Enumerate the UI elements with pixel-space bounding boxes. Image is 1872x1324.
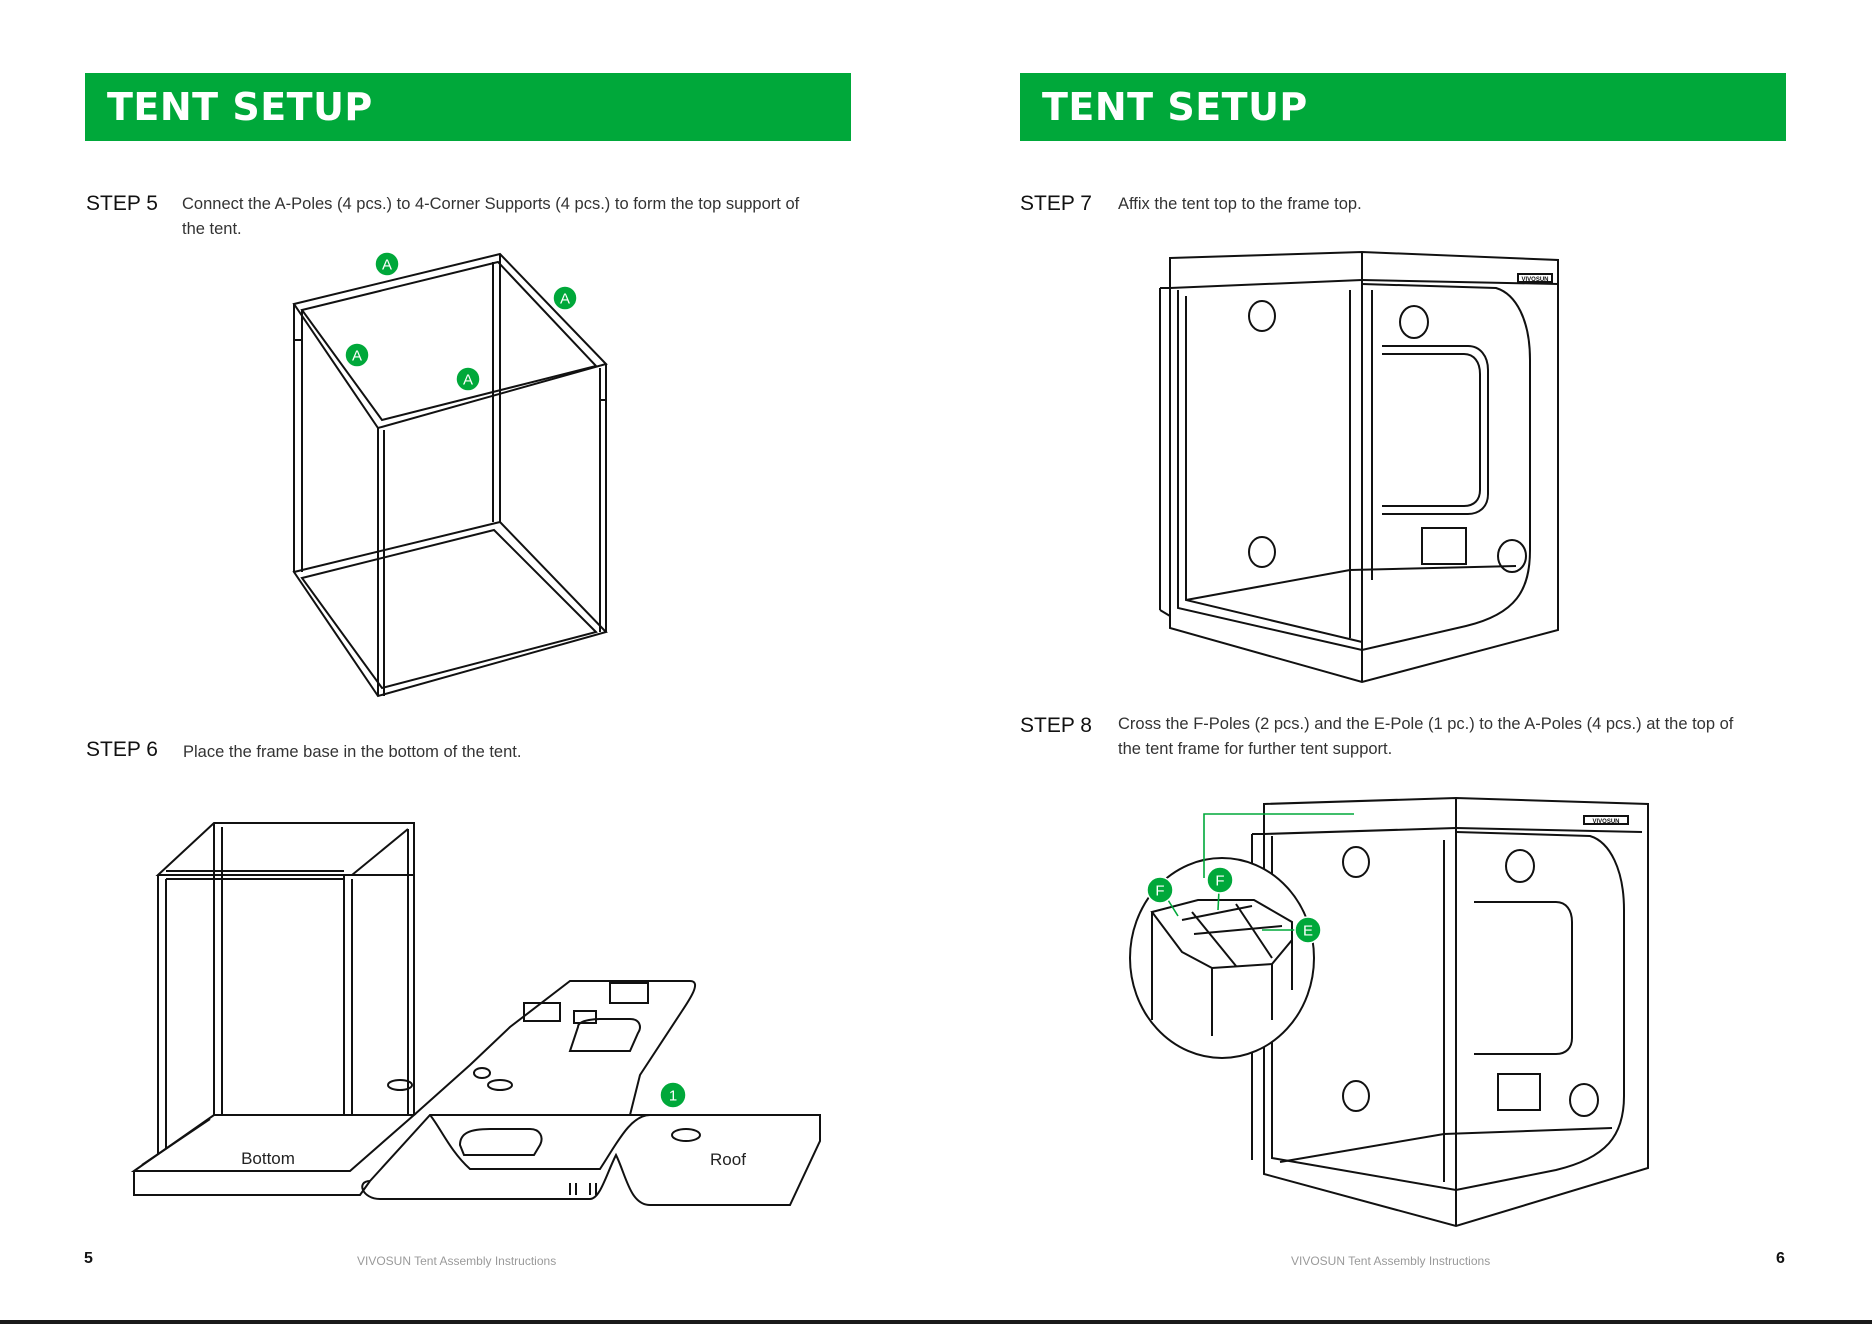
step-7-tent-illustration: VIVOSUN — [1159, 250, 1559, 684]
marker-a-front: A — [455, 366, 481, 392]
step-6-label: STEP 6 — [86, 738, 158, 761]
section-title-banner: TENT SETUP — [1020, 73, 1786, 141]
footer-text: VIVOSUN Tent Assembly Instructions — [1291, 1254, 1491, 1268]
svg-text:F: F — [1155, 883, 1164, 900]
step-8-tent-illustration: F F E VIVOSUN — [1129, 796, 1649, 1228]
marker-e: E — [1294, 916, 1322, 944]
marker-f-right: F — [1206, 866, 1234, 894]
label-bottom: Bottom — [241, 1149, 295, 1168]
marker-a-right: A — [552, 285, 578, 311]
page-left: TENT SETUP STEP 5 Connect the A-Poles (4… — [84, 73, 851, 1268]
footer-text: VIVOSUN Tent Assembly Instructions — [357, 1254, 557, 1268]
page-right: TENT SETUP STEP 7 Affix the tent top to … — [936, 0, 1872, 1324]
step-8-label: STEP 8 — [1020, 714, 1092, 737]
marker-a-top: A — [374, 251, 400, 277]
step-5-label: STEP 5 — [86, 192, 158, 215]
marker-a-left: A — [344, 342, 370, 368]
step-5-text: Connect the A-Poles (4 pcs.) to 4-Corner… — [182, 195, 800, 238]
svg-text:F: F — [1215, 873, 1224, 890]
svg-text:A: A — [463, 372, 473, 389]
step-6-text: Place the frame base in the bottom of th… — [183, 743, 522, 761]
step-8-text: Cross the F-Poles (2 pcs.) and the E-Pol… — [1118, 715, 1734, 758]
svg-text:E: E — [1303, 923, 1313, 940]
svg-text:A: A — [352, 348, 362, 365]
brand-logo: VIVOSUN — [1521, 277, 1548, 283]
step-5-frame-illustration: A A A A — [292, 251, 608, 698]
step-7-label: STEP 7 — [1020, 192, 1092, 215]
marker-1: 1 — [659, 1081, 687, 1109]
step-6-tent-base-illustration: Bottom Roof 1 — [130, 822, 821, 1206]
svg-text:A: A — [560, 291, 570, 308]
section-title-banner: TENT SETUP — [85, 73, 851, 141]
svg-text:A: A — [382, 257, 392, 274]
marker-f-left: F — [1146, 876, 1174, 904]
brand-logo: VIVOSUN — [1592, 819, 1619, 825]
page-number: 5 — [84, 1250, 93, 1267]
page-number: 6 — [1776, 1250, 1785, 1267]
bottom-rule — [0, 1320, 1872, 1324]
step-7-text: Affix the tent top to the frame top. — [1118, 195, 1362, 213]
label-roof: Roof — [710, 1150, 746, 1169]
svg-text:1: 1 — [669, 1088, 677, 1105]
